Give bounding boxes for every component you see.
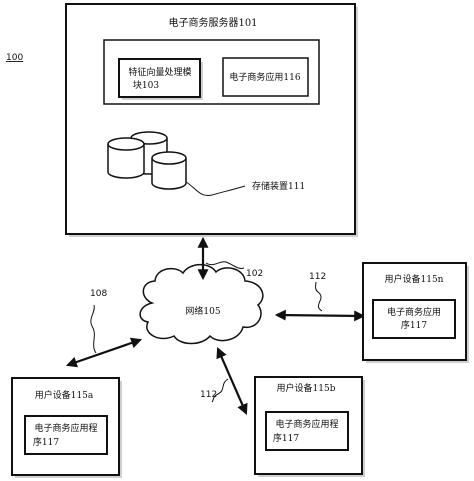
network-device-a-arrow [65,337,143,368]
network-device-b-arrow [216,346,248,416]
figure-ref-100: 100 [6,53,23,63]
feature-module-label-line2: 块103 [133,79,159,91]
database-icon [107,131,187,190]
device-115b-app-line2: 序117 [273,432,299,444]
ecommerce-server: 电子商务服务器101 特征向量处理模 块103 电子商务应用116 [65,3,358,237]
storage-label: 存储装置111 [252,180,305,192]
network-cloud: 网络105 [139,263,264,345]
device-115n-app-line1: 电子商务应用 [387,306,441,318]
feature-module-label-line1: 特征向量处理模 [128,66,191,78]
ecommerce-app-116-label: 电子商务应用116 [229,71,300,83]
ref-108: 108 [90,289,107,299]
ref-112-right: 112 [309,272,326,282]
feature-vector-module: 特征向量处理模 块103 [118,58,203,100]
device-115b-title: 用户设备115b [277,382,336,394]
device-115n-title: 用户设备115n [385,273,444,285]
ecommerce-app-116: 电子商务应用116 [222,57,309,97]
device-115n-app-line2: 序117 [401,319,427,331]
server-title: 电子商务服务器101 [168,16,257,29]
network-device-n-arrow [274,309,366,322]
user-device-115a: 用户设备115a 电子商务应用程 序117 [11,377,122,478]
device-115b-app-line1: 电子商务应用程 [275,418,338,430]
device-115a-app-line2: 序117 [33,436,59,448]
ref-112-bottom: 112 [200,390,217,400]
ref-102: 102 [246,269,263,279]
user-device-115n: 用户设备115n 电子商务应用 序117 [362,262,469,363]
user-device-115b: 用户设备115b 电子商务应用程 序117 [254,376,365,477]
device-115a-title: 用户设备115a [35,389,94,401]
device-115a-app-line1: 电子商务应用程 [34,422,97,434]
network-label: 网络105 [185,305,220,317]
